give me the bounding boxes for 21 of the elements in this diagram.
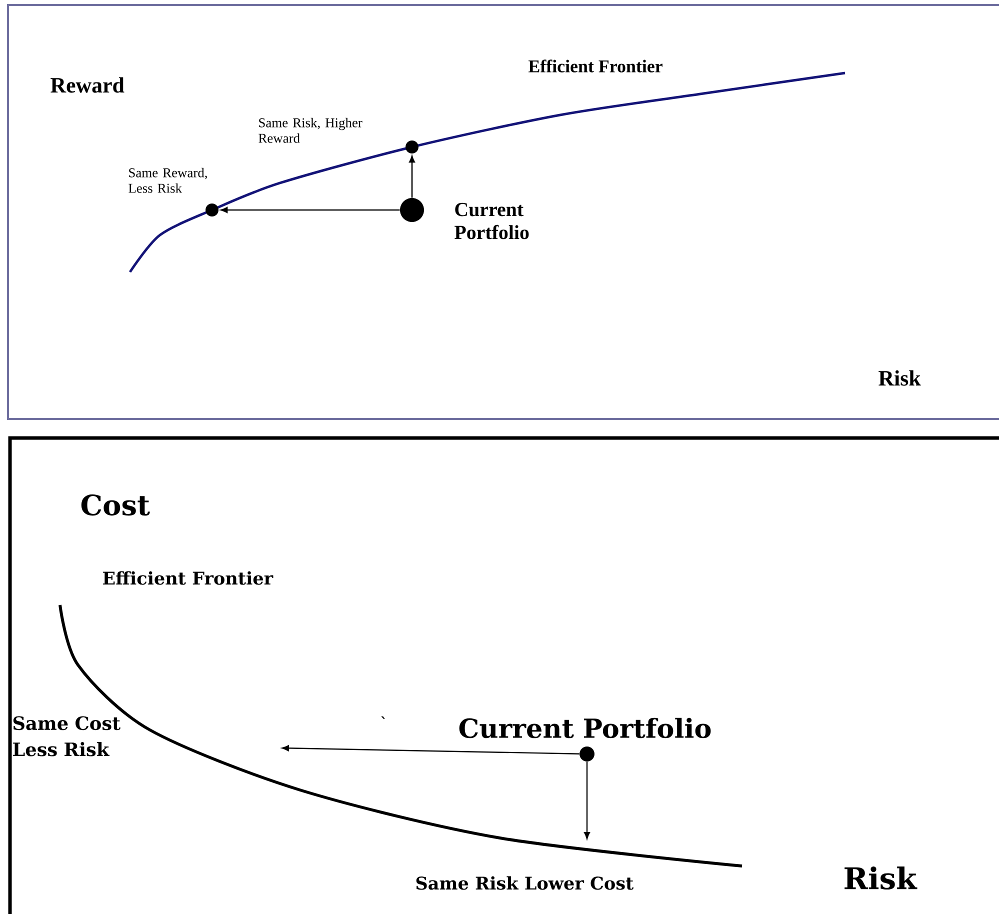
point-label: Same Risk, Higher Reward (258, 118, 362, 143)
text-label: ` (381, 716, 385, 719)
text-label: Efficient Frontier (103, 571, 274, 585)
arrow (409, 156, 415, 198)
axis-label: Cost (81, 494, 150, 516)
text-label: Efficient Frontier (528, 60, 662, 72)
axis-label: Risk (844, 866, 918, 890)
point-label: Current Portfolio (454, 202, 529, 240)
dot (406, 140, 418, 154)
point-label: Same Reward, Less Risk (128, 168, 207, 193)
point-label: Current Portfolio (459, 718, 711, 738)
dot (206, 204, 218, 216)
text-label: Same Risk Lower Cost (416, 876, 634, 890)
arrow (282, 745, 580, 754)
arrow (220, 207, 400, 213)
axis-label: Risk (878, 370, 921, 386)
axis-label: Reward (50, 77, 124, 93)
dot (580, 746, 594, 762)
dot (400, 198, 424, 222)
arrow (584, 762, 590, 840)
text-label: Same Cost Less Risk (13, 716, 120, 756)
